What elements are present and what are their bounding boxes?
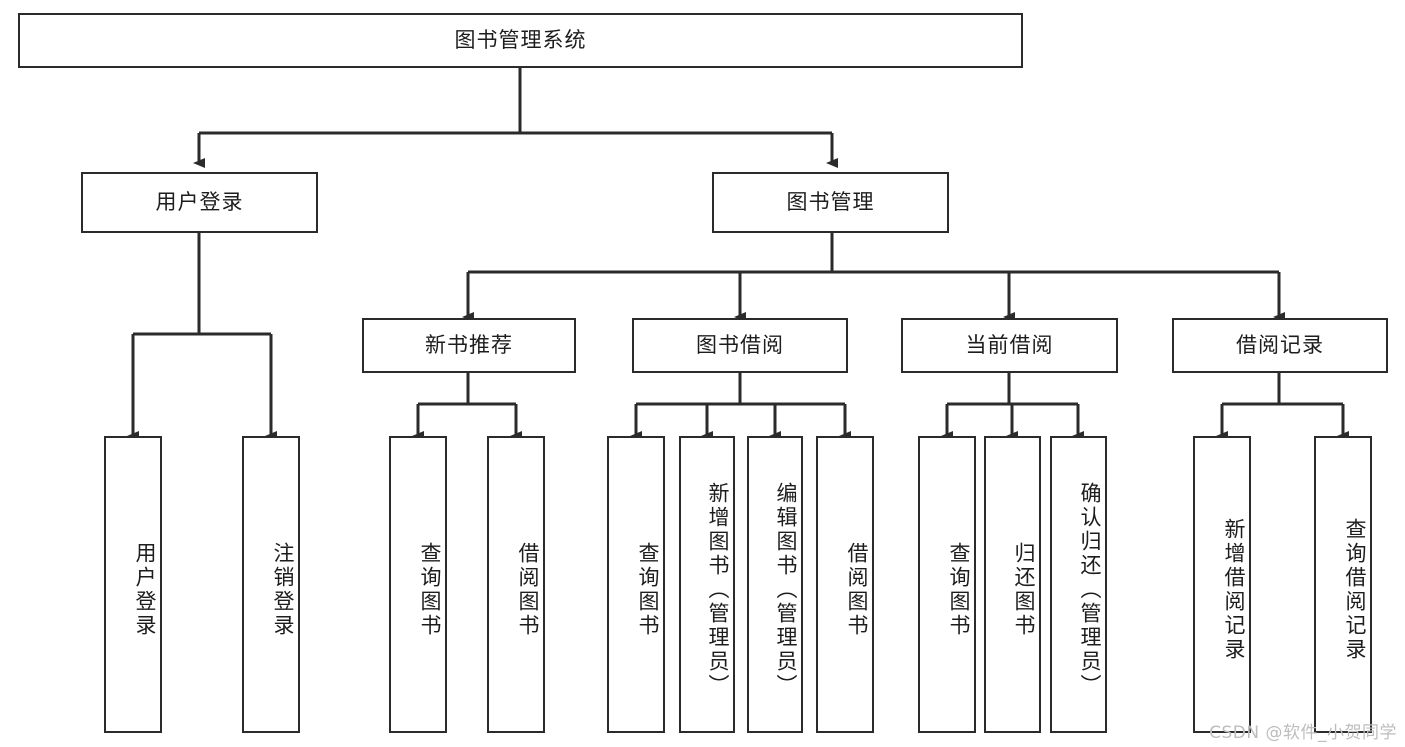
node-leaf-logout[interactable]: 注销登录	[242, 436, 300, 733]
node-leaf-query-book-3[interactable]: 查询图书	[918, 436, 976, 733]
node-leaf-confirm-return[interactable]: 确认归还（管理员）	[1050, 436, 1107, 733]
node-new-book-recommend[interactable]: 新书推荐	[362, 318, 576, 373]
node-book-borrow[interactable]: 图书借阅	[632, 318, 848, 373]
node-leaf-query-record[interactable]: 查询借阅记录	[1314, 436, 1372, 733]
node-new-book-recommend-label: 新书推荐	[425, 332, 513, 357]
node-leaf-query-book-3-label: 查询图书	[947, 541, 971, 638]
node-root[interactable]: 图书管理系统	[18, 13, 1023, 68]
node-leaf-query-record-label: 查询借阅记录	[1343, 517, 1367, 662]
node-user-login-label: 用户登录	[155, 189, 244, 214]
node-leaf-add-record[interactable]: 新增借阅记录	[1193, 436, 1251, 733]
node-borrow-record-label: 借阅记录	[1236, 332, 1324, 357]
node-leaf-query-book-2-label: 查询图书	[636, 541, 660, 638]
node-user-login[interactable]: 用户登录	[81, 172, 318, 233]
node-leaf-query-book-2[interactable]: 查询图书	[607, 436, 665, 733]
node-leaf-user-login-label: 用户登录	[133, 541, 157, 638]
node-leaf-return-book[interactable]: 归还图书	[984, 436, 1041, 733]
node-current-borrow[interactable]: 当前借阅	[901, 318, 1118, 373]
node-root-label: 图书管理系统	[454, 27, 587, 52]
node-borrow-record[interactable]: 借阅记录	[1172, 318, 1388, 373]
node-book-borrow-label: 图书借阅	[696, 332, 784, 357]
node-leaf-query-book-1[interactable]: 查询图书	[389, 436, 447, 733]
node-leaf-return-book-label: 归还图书	[1012, 541, 1036, 638]
node-leaf-logout-label: 注销登录	[271, 541, 295, 638]
node-leaf-add-book[interactable]: 新增图书（管理员）	[679, 436, 735, 733]
node-leaf-borrow-book-1-label: 借阅图书	[516, 541, 540, 638]
node-leaf-confirm-return-label: 确认归还（管理员）	[1078, 481, 1102, 698]
node-leaf-borrow-book-2[interactable]: 借阅图书	[816, 436, 874, 733]
node-leaf-borrow-book-1[interactable]: 借阅图书	[487, 436, 545, 733]
node-current-borrow-label: 当前借阅	[965, 332, 1054, 357]
node-leaf-edit-book-label: 编辑图书（管理员）	[774, 481, 798, 698]
node-leaf-edit-book[interactable]: 编辑图书（管理员）	[747, 436, 803, 733]
node-leaf-add-record-label: 新增借阅记录	[1222, 517, 1246, 662]
node-book-manage-label: 图书管理	[786, 189, 875, 214]
node-leaf-add-book-label: 新增图书（管理员）	[706, 481, 730, 698]
node-leaf-query-book-1-label: 查询图书	[418, 541, 442, 638]
watermark: CSDN @软件_小贺同学	[1209, 723, 1397, 743]
node-leaf-borrow-book-2-label: 借阅图书	[845, 541, 869, 638]
node-book-manage[interactable]: 图书管理	[712, 172, 949, 233]
node-leaf-user-login[interactable]: 用户登录	[104, 436, 162, 733]
